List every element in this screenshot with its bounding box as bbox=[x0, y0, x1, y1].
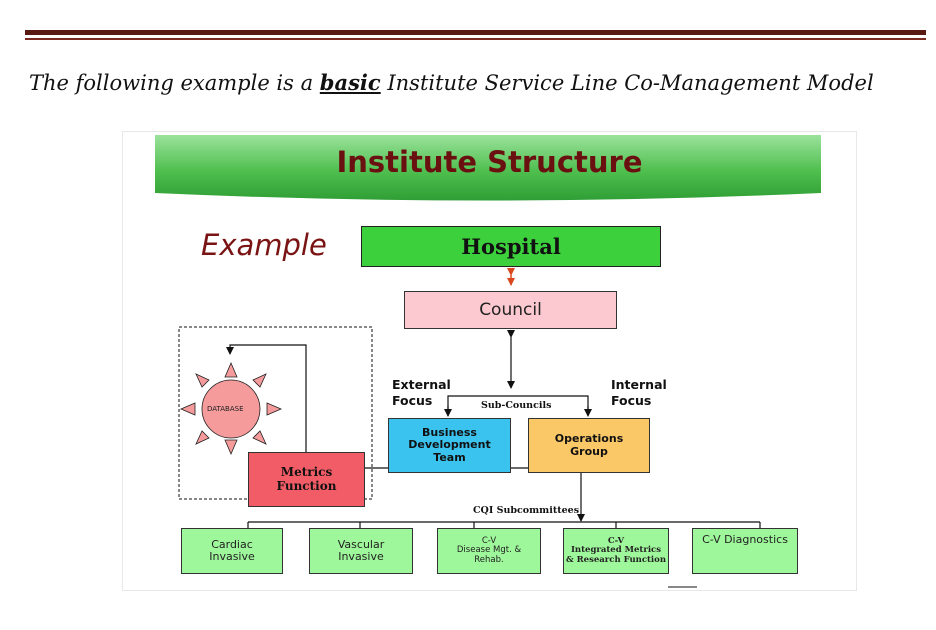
internal-focus-label: Internal Focus bbox=[611, 377, 667, 409]
subcommittee-label: C-V Diagnostics bbox=[702, 533, 788, 546]
example-label: Example bbox=[201, 228, 327, 262]
metrics-function-label: Metrics Function bbox=[276, 465, 337, 493]
hospital-label: Hospital bbox=[461, 233, 561, 259]
diagram-connectors bbox=[155, 135, 821, 588]
intro-text-after: Institute Service Line Co-Management Mod… bbox=[380, 71, 874, 95]
diagram-title: Institute Structure bbox=[336, 145, 643, 179]
intro-sentence: The following example is a basic Institu… bbox=[29, 70, 874, 95]
subcommittee-cv-disease-mgt: C-V Disease Mgt. & Rehab. bbox=[437, 528, 541, 574]
intro-emphasis: basic bbox=[319, 70, 381, 95]
hospital-box: Hospital bbox=[361, 226, 661, 267]
subcommittee-label: C-V Integrated Metrics & Research Functi… bbox=[565, 535, 667, 565]
subcommittee-vascular-invasive: Vascular Invasive bbox=[309, 528, 413, 574]
metrics-function-box: Metrics Function bbox=[248, 452, 365, 507]
business-development-box: Business Development Team bbox=[388, 418, 511, 473]
cqi-subcommittees-label: CQI Subcommittees bbox=[473, 505, 580, 516]
business-development-label: Business Development Team bbox=[408, 426, 491, 464]
subcouncils-bracket bbox=[447, 395, 589, 411]
subcommittee-label: Vascular Invasive bbox=[337, 537, 385, 563]
database-label: DATABASE bbox=[207, 405, 244, 413]
intro-text-before: The following example is a bbox=[29, 71, 320, 95]
operations-group-box: Operations Group bbox=[528, 418, 650, 473]
institute-structure-slide: Institute Structure Example Hospital Cou… bbox=[122, 131, 857, 591]
council-label: Council bbox=[479, 299, 542, 320]
sub-councils-label: Sub-Councils bbox=[481, 400, 552, 411]
subcommittee-cv-diagnostics: C-V Diagnostics bbox=[692, 528, 798, 574]
subcommittee-label: C-V Disease Mgt. & Rehab. bbox=[456, 535, 522, 565]
database-feedback-line bbox=[226, 344, 307, 452]
subcommittee-cardiac-invasive: Cardiac Invasive bbox=[181, 528, 283, 574]
external-focus-label: External Focus bbox=[392, 377, 451, 409]
subcommittee-label: Cardiac Invasive bbox=[209, 537, 255, 563]
operations-group-label: Operations Group bbox=[554, 432, 624, 458]
council-box: Council bbox=[404, 291, 617, 329]
header-rule-thick bbox=[25, 30, 926, 35]
subcommittee-cv-integrated-metrics: C-V Integrated Metrics & Research Functi… bbox=[563, 528, 669, 574]
header-rule-thin bbox=[25, 38, 926, 40]
database-icon bbox=[179, 361, 283, 456]
title-banner bbox=[155, 135, 821, 201]
